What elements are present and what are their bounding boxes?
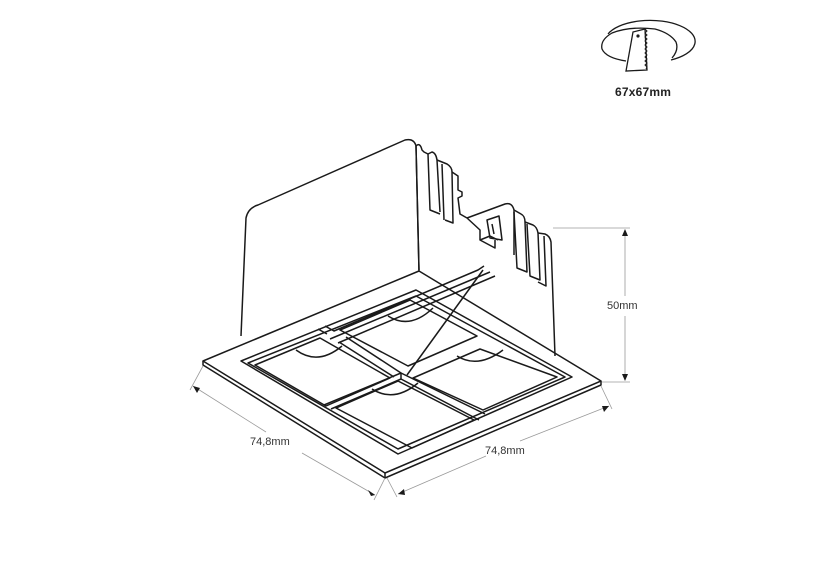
dimension-arrows [193, 229, 628, 496]
housing [240, 138, 556, 357]
width-dimension-label: 74,8mm [485, 445, 525, 457]
cutout-size-label: 67x67mm [615, 85, 672, 99]
depth-dimension-label: 74,8mm [250, 436, 290, 448]
bezel [202, 265, 602, 479]
dimension-lines [189, 227, 630, 501]
height-dimension-label: 50mm [607, 300, 638, 312]
saw-cutout-icon [601, 19, 696, 72]
